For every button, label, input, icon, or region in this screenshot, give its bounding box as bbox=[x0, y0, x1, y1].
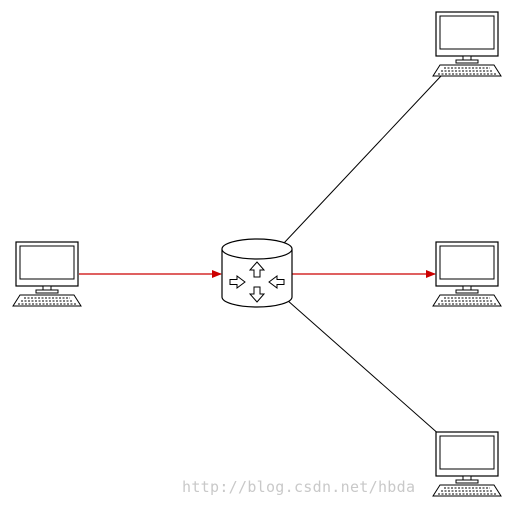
computer-icon bbox=[432, 11, 502, 77]
edge-router-to-top-right bbox=[283, 75, 442, 244]
watermark-text: http://blog.csdn.net/hbda bbox=[182, 478, 416, 496]
computer-icon bbox=[12, 241, 82, 307]
computer-icon bbox=[432, 431, 502, 497]
router-icon bbox=[221, 238, 293, 308]
edge-router-to-bottom-right bbox=[286, 299, 442, 437]
computer-icon bbox=[432, 241, 502, 307]
